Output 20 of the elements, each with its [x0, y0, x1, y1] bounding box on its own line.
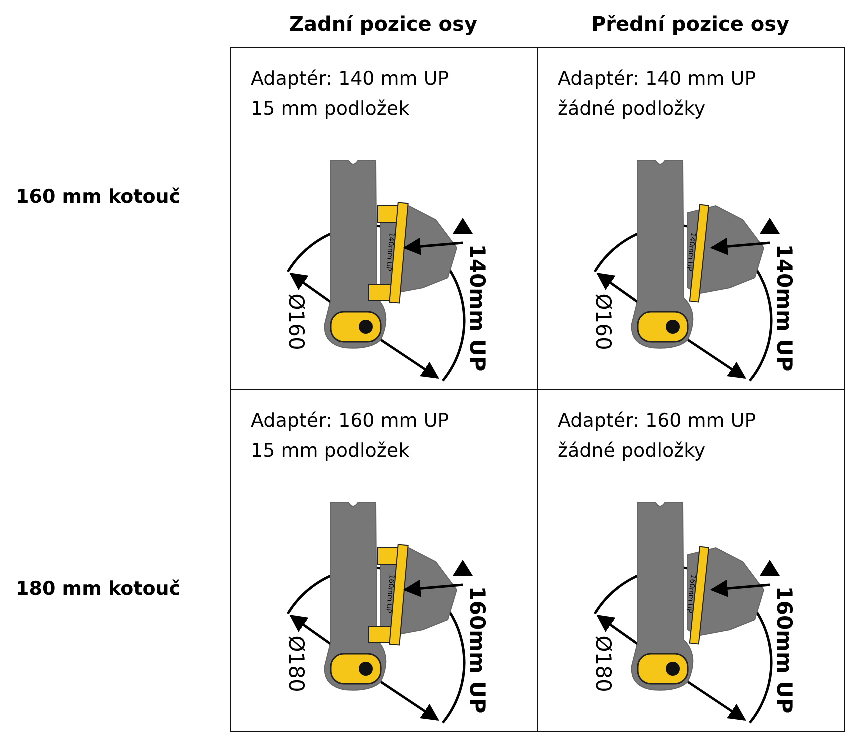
spacer-note: 15 mm podložek: [251, 440, 410, 462]
diameter-label: Ø160: [591, 294, 616, 350]
diameter-label: Ø180: [591, 636, 616, 692]
dimension-label: 160mm UP: [772, 586, 797, 714]
spacer-note: žádné podložky: [558, 98, 706, 120]
adapter-note: Adaptér: 140 mm UP: [558, 68, 756, 90]
adapter-note: Adaptér: 160 mm UP: [251, 410, 450, 432]
dimension-label: 140mm UP: [466, 244, 490, 372]
adapter-note: Adaptér: 160 mm UP: [558, 410, 756, 432]
dimension-label: 160mm UP: [466, 586, 490, 714]
spacer-note: 15 mm podložek: [251, 98, 410, 120]
row-header: 160 mm kotouč: [16, 186, 181, 208]
column-header: Zadní pozice osy: [288, 12, 478, 36]
diameter-label: Ø180: [284, 636, 308, 692]
adapter-note: Adaptér: 140 mm UP: [251, 68, 450, 90]
column-header: Přední pozice osy: [590, 12, 791, 36]
diameter-label: Ø160: [284, 294, 308, 350]
spacer-note: žádné podložky: [558, 440, 706, 462]
dimension-label: 140mm UP: [772, 244, 797, 372]
row-header: 180 mm kotouč: [16, 578, 181, 600]
